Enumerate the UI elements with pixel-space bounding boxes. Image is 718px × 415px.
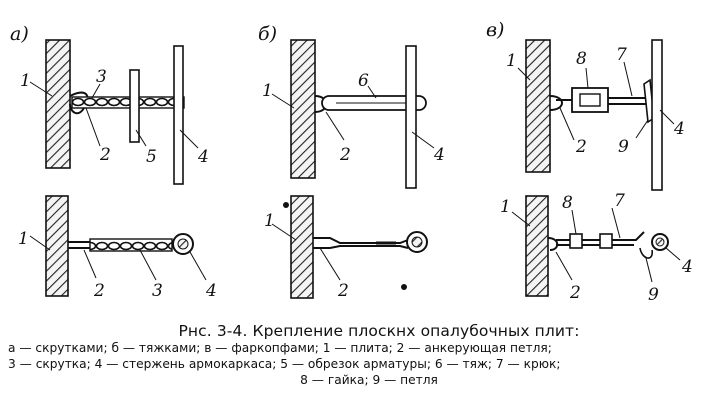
label-3: 3: [96, 67, 107, 87]
label-2: 2: [339, 145, 351, 165]
panel-v-letter: в): [486, 19, 504, 41]
label-9: 9: [618, 137, 629, 157]
tie-rod: [313, 237, 409, 244]
label-6: 6: [358, 71, 369, 91]
nut: [569, 233, 583, 249]
label-1: 1: [500, 197, 511, 217]
caption-line-3: 8 — гайка; 9 — петля: [300, 373, 438, 387]
label-5: 5: [146, 147, 157, 167]
label-1: 1: [18, 229, 29, 249]
label-4: 4: [673, 119, 685, 139]
panel-a-bottom: 1 2 3 4: [18, 195, 217, 301]
label-7: 7: [616, 45, 627, 65]
formwork-slab: [45, 195, 69, 297]
panel-v-top: 1 8 7 2 9 4: [506, 39, 685, 191]
panel-a-top: 1 3 2 5 4: [20, 39, 209, 185]
label-4: 4: [433, 145, 445, 165]
label-2: 2: [569, 283, 581, 303]
label-1: 1: [262, 81, 273, 101]
label-4: 4: [681, 257, 693, 277]
formwork-slab: [290, 39, 316, 179]
caption-line-2: 3 — скрутка; 4 — стержень армокаркаса; 5…: [8, 357, 561, 371]
label-4: 4: [197, 147, 209, 167]
panel-b: б) 1 6 2 4 1 2: [258, 23, 445, 301]
panel-b-top: 1 6 2 4: [262, 39, 445, 189]
cage-rod: [173, 45, 184, 185]
rebar-offcut: [129, 69, 140, 143]
label-9: 9: [648, 285, 659, 305]
formwork-slab: [525, 195, 549, 297]
cage-rod: [405, 45, 417, 189]
twist-wire: [71, 96, 185, 109]
cage-rod: [651, 39, 663, 191]
figure-caption: Рнс. 3-4. Крепление плоскнх опалубочных …: [0, 322, 718, 388]
label-3: 3: [152, 281, 163, 301]
label-1: 1: [506, 51, 517, 71]
label-4: 4: [205, 281, 217, 301]
panel-b-letter: б): [258, 23, 277, 45]
formwork-diagram: а) 1 3 2 5 4: [10, 19, 693, 305]
label-8: 8: [562, 193, 573, 213]
formwork-slab: [525, 39, 551, 173]
panel-a-letter: а): [10, 23, 29, 45]
panel-v: в) 1 8 7 2 9 4: [486, 19, 693, 305]
label-2: 2: [337, 281, 349, 301]
label-1: 1: [20, 71, 31, 91]
label-8: 8: [576, 49, 587, 69]
panel-a: а) 1 3 2 5 4: [10, 23, 217, 301]
formwork-slab: [290, 195, 314, 299]
label-2: 2: [93, 281, 105, 301]
twist-wire: [89, 238, 173, 252]
label-2: 2: [99, 145, 111, 165]
caption-title: Рнс. 3-4. Крепление плоскнх опалубочных …: [178, 322, 580, 340]
panel-v-bottom: 1 8 7 2 9 4: [500, 191, 693, 305]
formwork-slab: [45, 39, 71, 169]
label-2: 2: [575, 137, 587, 157]
anchor-loop: [549, 95, 563, 111]
caption-line-1: а — скрутками; б — тяжками; в — фаркопфа…: [8, 341, 552, 355]
label-1: 1: [264, 211, 275, 231]
panel-b-bottom: 1 2: [264, 195, 428, 301]
loop: [639, 247, 653, 259]
label-7: 7: [614, 191, 625, 211]
anchor-loop: [547, 237, 559, 251]
